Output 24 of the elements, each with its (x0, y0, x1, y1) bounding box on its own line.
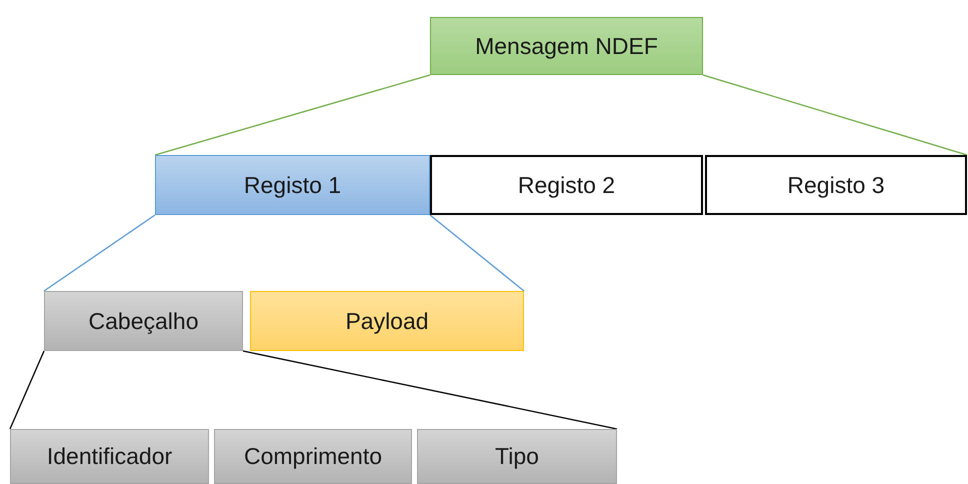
connector-line (9, 350, 45, 430)
record-box (430, 155, 703, 215)
record-box (430, 17, 703, 75)
connector-line (44, 214, 156, 292)
connector-line (242, 350, 618, 430)
record-box (214, 429, 412, 484)
box-label: Registo 2 (518, 172, 616, 198)
record-box (155, 155, 430, 215)
record-box (44, 291, 243, 351)
box-label: Registo 3 (787, 172, 885, 198)
connector-line (430, 214, 524, 292)
box-label: Tipo (495, 443, 539, 470)
record-box (705, 155, 967, 215)
box-label: Comprimento (244, 443, 382, 470)
record-box (250, 291, 524, 351)
box-label: Mensagem NDEF (475, 32, 658, 60)
box-label: Payload (345, 308, 429, 334)
connector-line (702, 74, 968, 156)
box-label: Registo 1 (244, 172, 342, 198)
connector-line (154, 74, 430, 156)
box-label: Cabeçalho (88, 308, 198, 334)
record-box (417, 429, 617, 484)
record-box (10, 429, 209, 484)
box-label: Identificador (46, 443, 172, 470)
